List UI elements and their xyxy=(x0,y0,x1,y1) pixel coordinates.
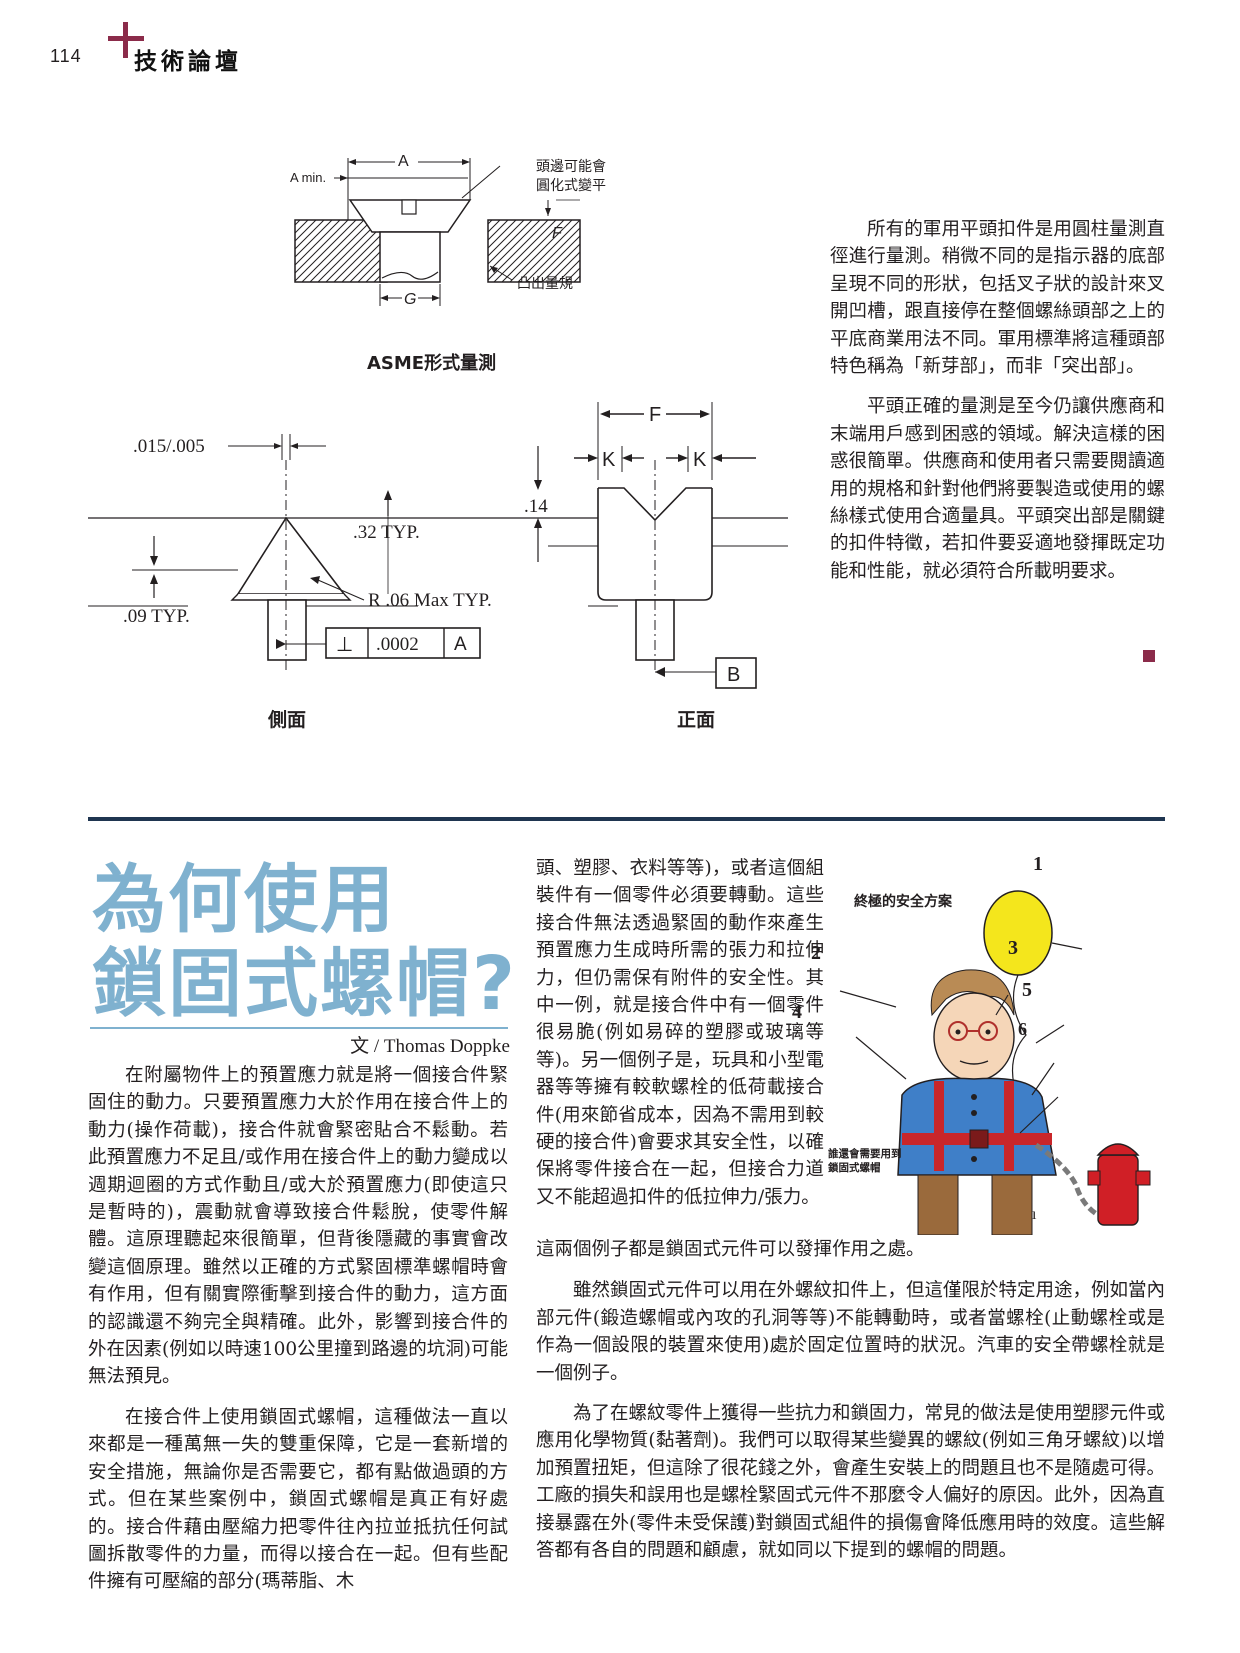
byline: 文 / Thomas Doppke xyxy=(350,1036,510,1057)
article-column-2-lower: 這兩個例子都是鎖固式元件可以發揮作用之處。 雖然鎖固式元件可以用在外螺紋扣件上，… xyxy=(536,1236,1165,1577)
callout-2: 2 xyxy=(811,942,821,964)
asme-label-g: G xyxy=(404,291,416,308)
illustration-note: 誰還會需要用到 鎖固式螺帽 xyxy=(828,1148,902,1174)
front-label-k-left: K xyxy=(602,449,616,471)
illustration-title: 終極的安全方案 xyxy=(854,894,952,910)
title-underline xyxy=(90,1027,508,1029)
perpendicular-symbol: ⊥ xyxy=(336,632,353,656)
label-typ32: .32 TYP. xyxy=(353,522,420,543)
article-paragraph: 頭、塑膠、衣料等等)，或者這個組裝件有一個零件必須要轉動。這些接合件無法透過緊固… xyxy=(536,858,824,1208)
asme-note: 頭邊可能會 圓化式變平 xyxy=(536,159,606,194)
end-mark xyxy=(1143,650,1155,662)
asme-label-f: F xyxy=(552,225,563,242)
label-perp-value: .0002 xyxy=(376,634,419,655)
plus-icon xyxy=(108,22,144,58)
article-paragraph: 為了在螺紋零件上獲得一些抗力和鎖固力，常見的做法是使用塑膠元件或應用化學物質(黏… xyxy=(536,1403,1166,1562)
datum-a: A xyxy=(454,634,467,655)
label-radius: R .06 Max TYP. xyxy=(368,590,492,611)
callout-4: 4 xyxy=(792,1001,802,1023)
label-depth: .14 xyxy=(524,496,548,517)
asme-label-a-min: A min. xyxy=(290,170,326,185)
label-typ09: .09 TYP. xyxy=(123,606,190,627)
svg-text:ı: ı xyxy=(1032,1206,1037,1223)
safety-illustration: 終極的安全方案 xyxy=(792,853,1166,1235)
callout-6: 6 xyxy=(1018,1019,1027,1039)
callout-1: 1 xyxy=(1033,853,1043,875)
chain-icon xyxy=(1034,1142,1100,1218)
article-column-2-top: 頭、塑膠、衣料等等)，或者這個組裝件有一個零件必須要轉動。這些接合件無法透過緊固… xyxy=(536,855,824,1224)
depth-dimension: .14 xyxy=(524,446,548,562)
asme-caption: ASME形式量測 xyxy=(367,353,497,374)
hydrant-icon xyxy=(1097,1154,1139,1226)
front-view-caption: 正面 xyxy=(677,709,716,731)
sidebar-paragraph: 所有的軍用平頭扣件是用圓柱量測直徑進行量測。稍微不同的是指示器的底部呈現不同的形… xyxy=(830,219,1165,378)
label-tol: .015/.005 xyxy=(133,436,205,457)
section-title: 技術論壇 xyxy=(134,49,242,75)
datum-b: B xyxy=(727,664,740,686)
front-label-f: F xyxy=(649,404,661,426)
military-figure: .015/.005 .32 TYP. .09 TYP. R .06 Max TY… xyxy=(88,420,788,670)
page-number: 114 xyxy=(50,46,82,66)
sidebar-paragraph: 平頭正確的量測是至今仍讓供應商和末端用戶感到困惑的領域。解決這樣的困惑很簡單。供… xyxy=(830,396,1165,582)
asme-figure: A A min. F G xyxy=(290,153,581,308)
side-view-caption: 側面 xyxy=(268,709,307,731)
balloon-icon xyxy=(983,890,1053,976)
article-column-1: 在附屬物件上的預置應力就是將一個接合件緊固住的動力。只要預置應力大於作用在接合件… xyxy=(88,1062,508,1609)
asme-protrusion-label: 凸出量規 xyxy=(517,276,573,292)
section-divider xyxy=(88,817,1165,821)
article-title: 為何使用 鎖固式螺帽? xyxy=(92,857,517,1027)
sidebar-text: 所有的軍用平頭扣件是用圓柱量測直徑進行量測。稍微不同的是指示器的底部呈現不同的形… xyxy=(830,216,1165,598)
asme-label-a: A xyxy=(398,153,409,170)
article-paragraph: 在附屬物件上的預置應力就是將一個接合件緊固住的動力。只要預置應力大於作用在接合件… xyxy=(88,1065,508,1388)
datum-b-frame: B xyxy=(655,657,757,689)
front-view-dimensions: F K K xyxy=(574,402,756,472)
article-paragraph: 這兩個例子都是鎖固式元件可以發揮作用之處。 xyxy=(536,1239,925,1260)
article-paragraph: 雖然鎖固式元件可以用在外螺紋扣件上，但這僅限於特定用途，例如當內部元件(鍛造螺帽… xyxy=(536,1280,1166,1384)
safety-drawing: ı xyxy=(839,890,1151,1235)
callout-5: 5 xyxy=(1022,979,1032,1001)
article-paragraph: 在接合件上使用鎖固式螺帽，這種做法一直以來都是一種萬無一失的雙重保障，它是一套新… xyxy=(88,1406,508,1593)
callout-3: 3 xyxy=(1008,937,1018,959)
front-label-k-right: K xyxy=(693,449,707,471)
